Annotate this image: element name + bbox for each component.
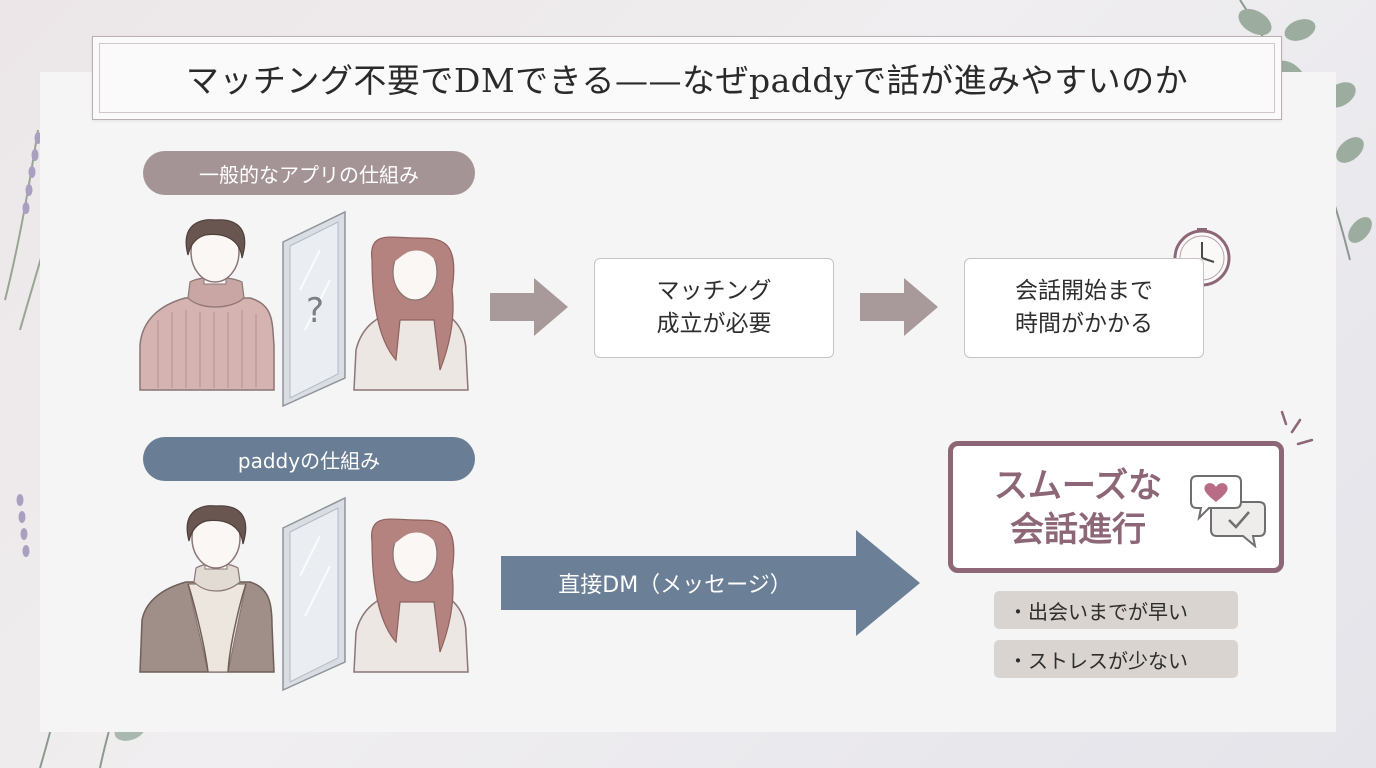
title-inner-frame: マッチング不要でDMできる——なぜpaddyで話が進みやすいのか: [99, 43, 1275, 113]
title-banner: マッチング不要でDMできる——なぜpaddyで話が進みやすいのか: [92, 36, 1282, 120]
paddy-label: paddyの仕組み: [143, 437, 475, 481]
benefit-fast-meeting: ・出会いまでが早い: [994, 591, 1238, 629]
result-line-2: 会話進行: [1010, 510, 1146, 551]
heart-icon: [1204, 483, 1228, 502]
glass-barrier-bottom: [282, 496, 346, 692]
woman-figure-bottom: [353, 518, 469, 673]
check-icon: [1228, 511, 1250, 529]
arrow-to-delay: [860, 278, 938, 336]
man-figure-top: [139, 219, 275, 391]
smooth-conversation-box: スムーズな 会話進行: [948, 441, 1284, 573]
woman-figure-top: [353, 236, 469, 391]
delay-line-1: 会話開始まで: [1015, 277, 1153, 304]
direct-dm-arrow: [501, 530, 920, 636]
general-app-label: 一般的なアプリの仕組み: [143, 151, 475, 195]
page-title: マッチング不要でDMできる——なぜpaddyで話が進みやすいのか: [185, 61, 1189, 100]
conversation-delay-box: 会話開始まで 時間がかかる: [964, 258, 1204, 358]
sparkle-lines: [1280, 410, 1314, 446]
benefit-less-stress: ・ストレスが少ない: [994, 640, 1238, 678]
question-mark: ?: [306, 291, 324, 331]
matching-line-2: 成立が必要: [656, 311, 772, 337]
delay-line-2: 時間がかかる: [1015, 311, 1153, 337]
result-line-1: スムーズな: [993, 466, 1163, 506]
direct-dm-label: 直接DM（メッセージ）: [558, 573, 792, 598]
chat-bubbles-icon: [1190, 475, 1266, 548]
matching-required-box: マッチング 成立が必要: [594, 258, 834, 358]
glass-barrier-top: ?: [282, 210, 346, 408]
man-figure-bottom: [139, 505, 275, 673]
arrow-to-matching: [490, 278, 568, 336]
matching-line-1: マッチング: [656, 277, 772, 304]
result-text: スムーズな 会話進行: [983, 464, 1173, 552]
